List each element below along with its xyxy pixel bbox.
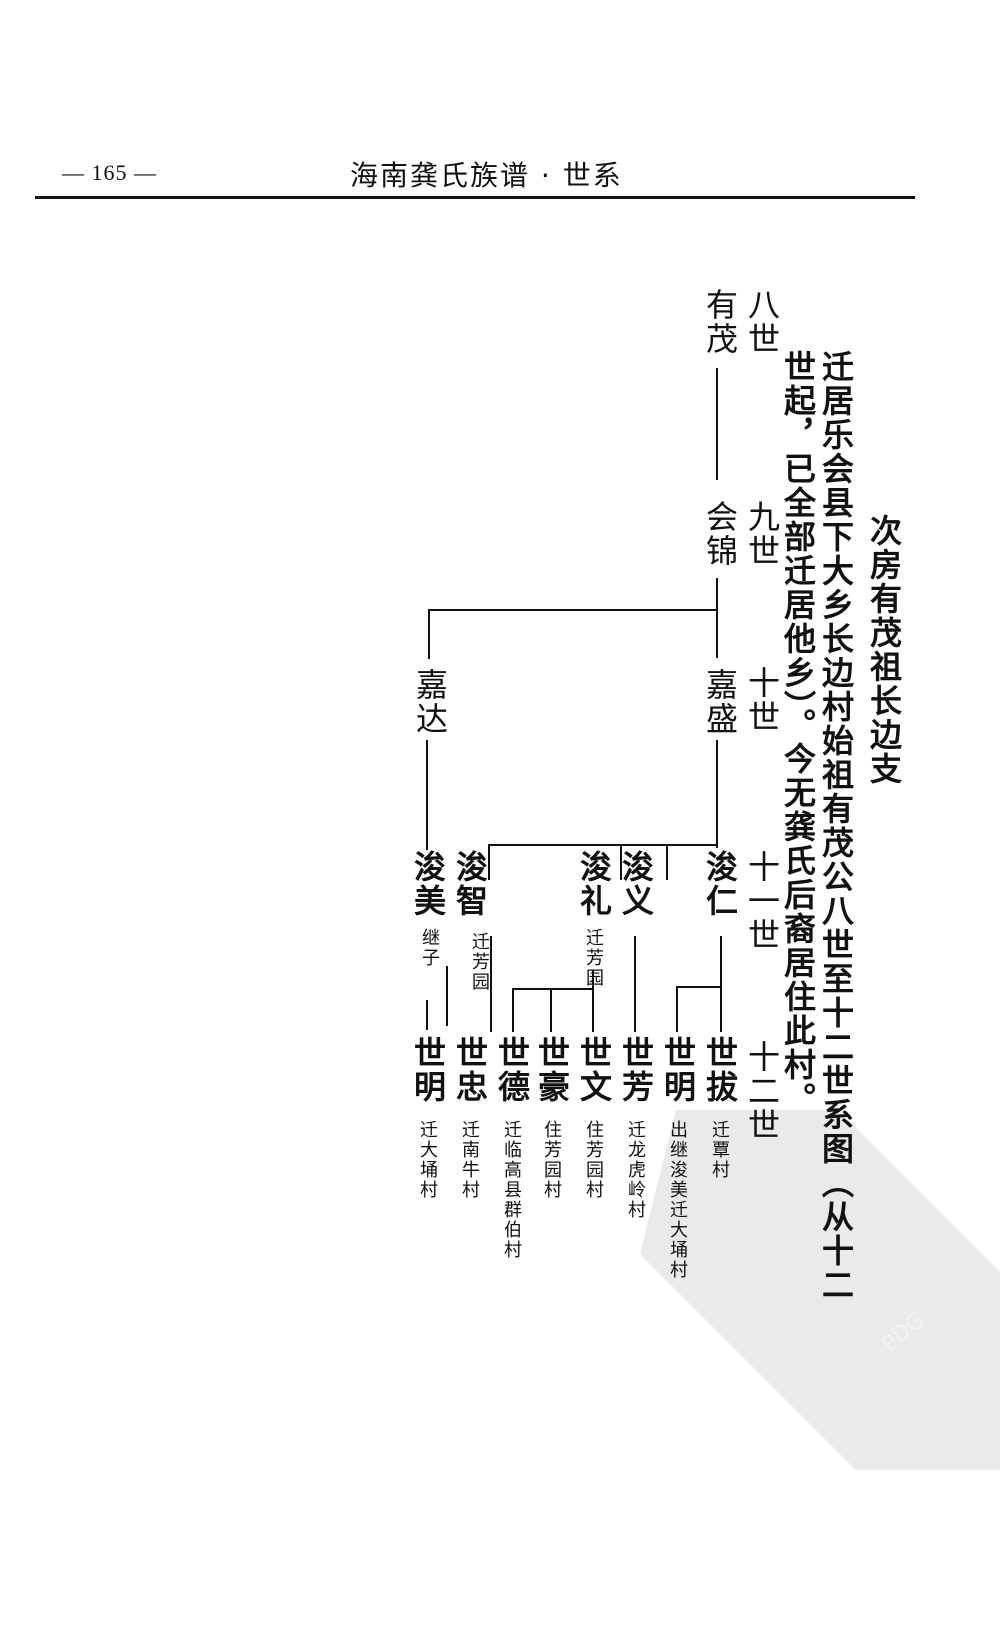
line (512, 988, 514, 1032)
person-shiming-1: 世明 (659, 1036, 697, 1104)
person-jiada: 嘉达 (411, 668, 449, 736)
page-number: — 165 — (62, 160, 157, 185)
person-shide: 世德 (493, 1036, 531, 1104)
line (716, 578, 718, 658)
line (620, 844, 622, 880)
person-shiwen: 世文 (575, 1036, 613, 1104)
person-shiming-2: 世明 (409, 1036, 447, 1104)
intro-line-2: 世起，已全部迁居他乡）。今无龚氏后裔居住此村。 (779, 350, 817, 1116)
line (676, 986, 722, 988)
person-shizhong: 世忠 (451, 1036, 489, 1104)
generation-label-9: 九世 (743, 500, 781, 568)
generation-label-8: 八世 (743, 288, 781, 356)
intro-line-1: 迁居乐会县下大乡长边村始祖有茂公八世至十二世系图（从十二 (817, 350, 855, 1302)
note-junmei: 继子 (419, 928, 440, 968)
note-junli: 迁芳园 (583, 928, 604, 988)
note-shiming-1: 出继浚美迁大埇村 (667, 1120, 688, 1280)
person-junyi: 浚义 (617, 850, 655, 918)
line (488, 844, 490, 880)
line (716, 368, 718, 480)
generation-label-12: 十二世 (743, 1040, 781, 1142)
line (634, 936, 636, 1032)
person-youmao: 有茂 (701, 288, 739, 356)
section-title: 次房有茂祖长边支 (865, 514, 903, 786)
person-jiasheng: 嘉盛 (701, 668, 739, 736)
person-shiba: 世拔 (701, 1036, 739, 1104)
line (428, 609, 718, 611)
line (428, 609, 430, 659)
person-huijin: 会锦 (701, 500, 739, 568)
running-title: 海南龚氏族谱 · 世系 (350, 159, 623, 192)
note-shiwen: 住芳园村 (583, 1120, 604, 1200)
line (426, 1000, 428, 1030)
line (676, 986, 678, 1032)
person-shifang: 世芳 (617, 1036, 655, 1104)
line (592, 970, 594, 1032)
person-junli: 浚礼 (575, 850, 613, 918)
person-shihao: 世豪 (533, 1036, 571, 1104)
note-shiming-2: 迁大埇村 (417, 1120, 438, 1200)
person-junmei: 浚美 (409, 850, 447, 918)
line (490, 936, 492, 1032)
line (426, 740, 428, 850)
note-junzhi: 迁芳园 (469, 932, 490, 992)
note-shifang: 迁龙虎岭村 (625, 1120, 646, 1220)
note-shiba: 迁覃村 (709, 1120, 730, 1180)
person-junzhi: 浚智 (451, 850, 489, 918)
line (666, 844, 668, 880)
line (488, 844, 718, 846)
line (446, 966, 448, 1026)
header-rule (35, 196, 915, 199)
line (716, 740, 718, 848)
generation-label-11: 十一世 (743, 850, 781, 952)
generation-label-10: 十世 (743, 666, 781, 734)
line (720, 936, 722, 1032)
line (550, 988, 552, 1032)
note-shide: 迁临高县群伯村 (501, 1120, 522, 1260)
note-shihao: 住芳园村 (541, 1120, 562, 1200)
person-junren: 浚仁 (701, 850, 739, 918)
line (512, 988, 594, 990)
note-shizhong: 迁南牛村 (459, 1120, 480, 1200)
